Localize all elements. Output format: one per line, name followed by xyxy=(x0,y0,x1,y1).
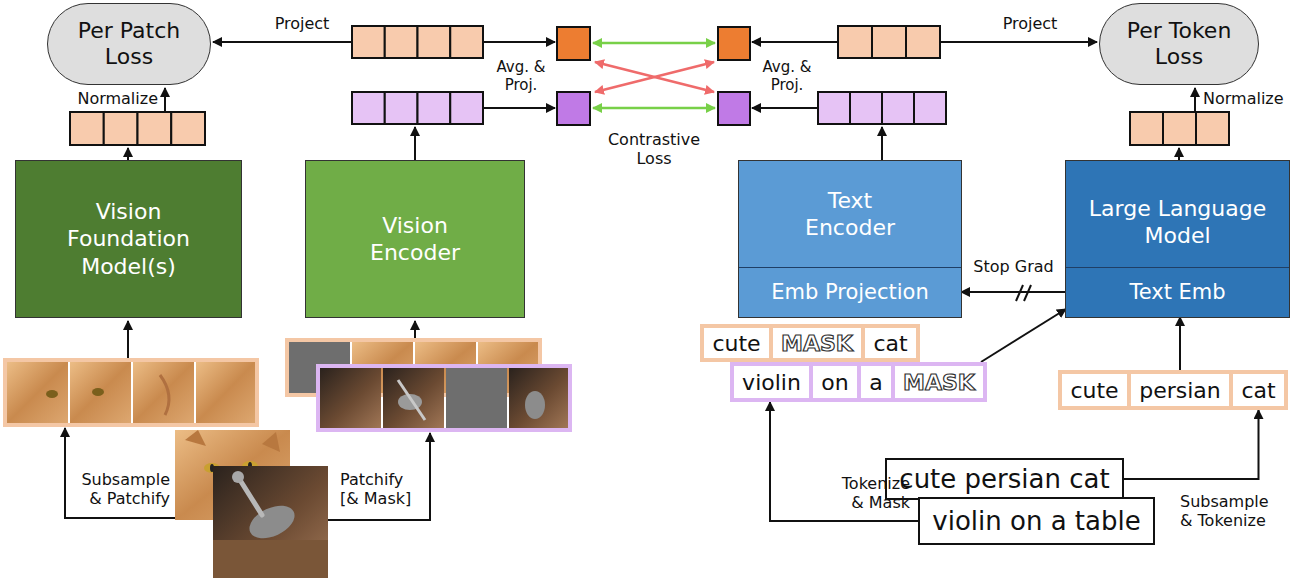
annotation-label: Subsample & Tokenize xyxy=(1180,492,1280,530)
caption-box: cute persian cat xyxy=(885,458,1124,500)
annotation-label: Avg. & Proj. xyxy=(489,58,553,94)
token-text: cat xyxy=(873,331,907,356)
loss-pill: Per Patch Loss xyxy=(47,3,211,85)
token-box: MASK xyxy=(891,362,987,402)
feature-vector xyxy=(70,26,1229,145)
annotation-label: Subsample & Patchify xyxy=(70,470,170,508)
node-label: Per Patch Loss xyxy=(64,18,194,71)
positive-pair-arrow xyxy=(593,43,715,108)
frozen-model-box: Vision Foundation Model(s) xyxy=(15,160,242,318)
token-text: on xyxy=(821,370,848,395)
frozen-model-box: Large Language ModelText Emb xyxy=(1065,160,1290,318)
token-text: cute xyxy=(1070,378,1118,403)
token-box: a xyxy=(857,362,895,402)
projection-band: Emb Projection xyxy=(739,267,961,317)
token-box: MASK xyxy=(769,324,865,362)
annotation-label: Normalize xyxy=(1203,89,1298,108)
node-label: Text Emb xyxy=(1129,279,1225,305)
node-label: Vision Encoder xyxy=(350,212,480,267)
token-text: cat xyxy=(1241,378,1275,403)
annotation-label: Patchify [& Mask] xyxy=(340,470,420,508)
image-patches xyxy=(5,360,257,425)
token-box: on xyxy=(809,362,861,402)
token-box: violin xyxy=(730,362,813,402)
token-box: cat xyxy=(1229,370,1288,410)
annotation-label: Project xyxy=(262,14,342,33)
token-text: MASK xyxy=(781,331,853,356)
token-box: cute xyxy=(1058,370,1131,410)
node-label: cute persian cat xyxy=(899,464,1109,494)
negative-pair-arrow xyxy=(595,62,714,92)
connector-arrow xyxy=(1179,317,1181,370)
token-text: persian xyxy=(1139,378,1221,403)
encoder-box: Vision Encoder xyxy=(305,160,525,318)
token-text: violin xyxy=(742,370,801,395)
node-label: Per Token Loss xyxy=(1114,18,1244,71)
embedding-band: Text Emb xyxy=(1066,267,1289,317)
caption-box: violin on a table xyxy=(918,497,1155,545)
token-box: cat xyxy=(861,324,920,362)
node-label: Vision Foundation Model(s) xyxy=(44,198,214,281)
connector-arrow xyxy=(961,291,1066,293)
annotation-label: Tokenize & Mask xyxy=(826,474,910,512)
node-label: Large Language Model xyxy=(1083,195,1273,250)
annotation-label: Project xyxy=(985,14,1075,33)
edge-label: Stop Grad xyxy=(971,257,1055,276)
pooled-embedding xyxy=(557,27,750,125)
annotation-label: Contrastive Loss xyxy=(599,130,709,168)
token-box: persian xyxy=(1127,370,1233,410)
node-label: Text Encoder xyxy=(785,187,915,242)
token-text: a xyxy=(869,370,882,395)
encoder-box: Text EncoderEmb Projection xyxy=(738,160,962,318)
annotation-label: Avg. & Proj. xyxy=(755,58,819,94)
node-label: violin on a table xyxy=(932,506,1140,536)
token-text: MASK xyxy=(903,370,975,395)
masked-patches xyxy=(287,340,570,430)
node-label: Emb Projection xyxy=(771,279,929,305)
loss-pill: Per Token Loss xyxy=(1099,3,1259,85)
violin-photo xyxy=(213,466,328,578)
annotation-label: Normalize xyxy=(58,89,158,108)
connector-arrow xyxy=(1124,410,1259,479)
token-box: cute xyxy=(700,324,773,362)
connector-arrow xyxy=(981,309,1066,362)
token-text: cute xyxy=(712,331,760,356)
feature-vector xyxy=(352,92,946,124)
